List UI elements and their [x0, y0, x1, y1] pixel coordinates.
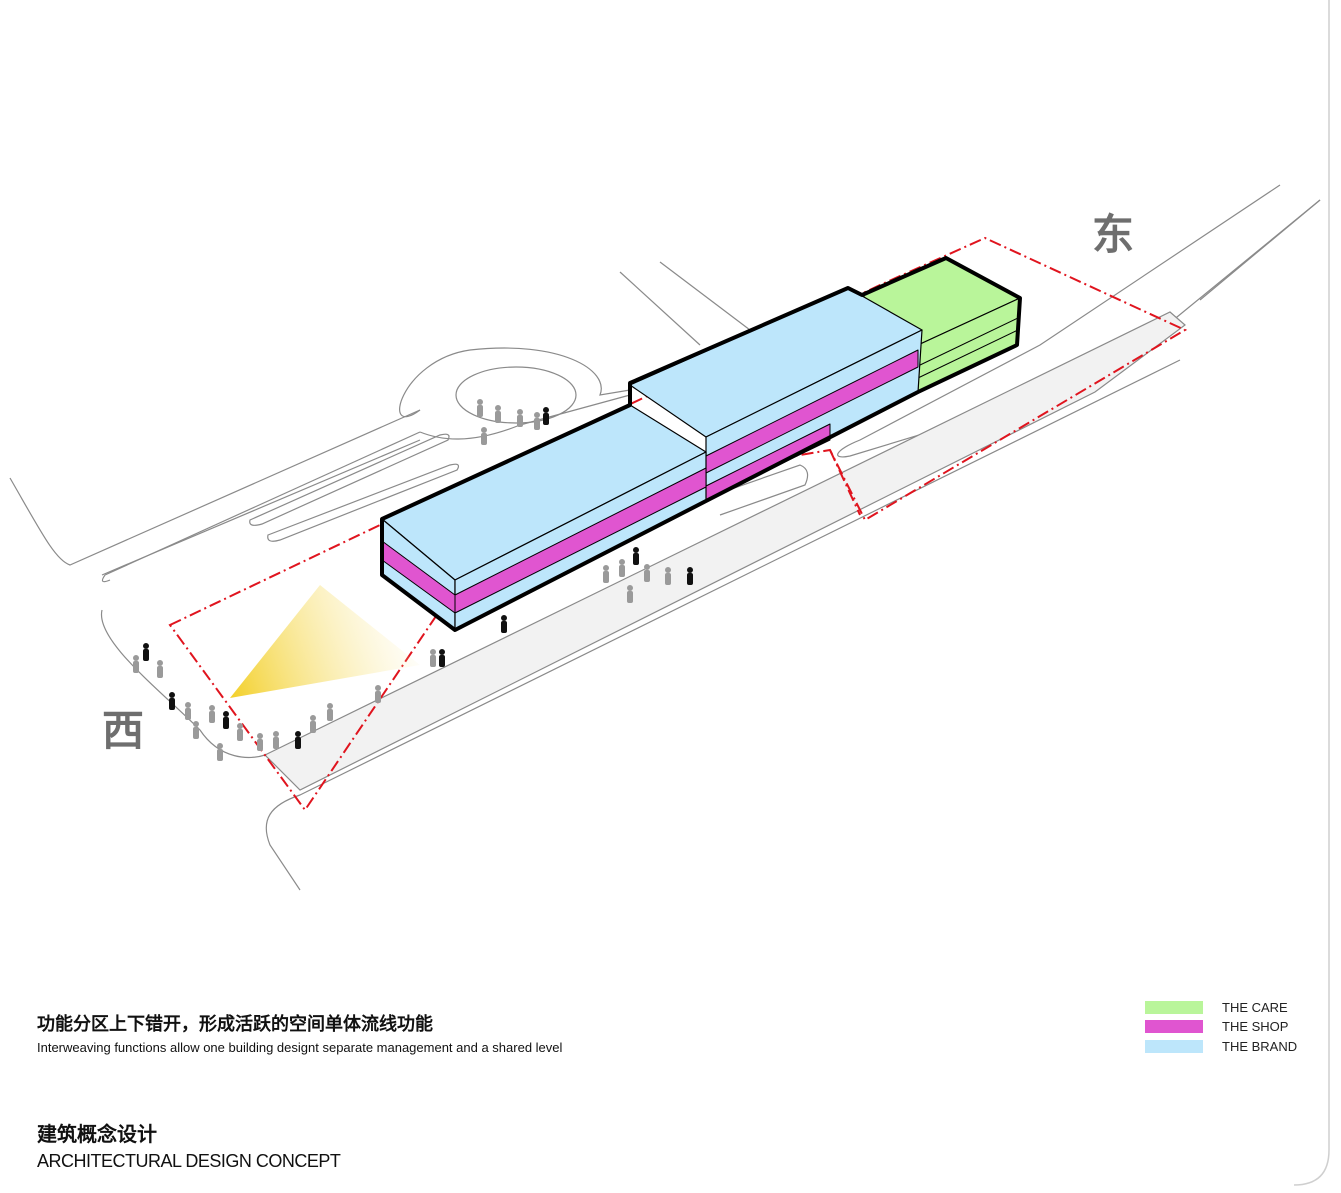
legend-item-shop: THE SHOP	[1145, 1018, 1289, 1034]
walkway	[263, 311, 1186, 791]
caption-chinese: 功能分区上下错开，形成活跃的空间单体流线功能	[37, 1014, 433, 1035]
west-label: 西	[102, 706, 145, 755]
pedestrians-dark	[143, 407, 693, 749]
person-figure	[633, 547, 639, 565]
person-figure	[517, 409, 523, 427]
person-figure	[477, 399, 483, 417]
road-edge	[265, 359, 1181, 891]
roundabout-outer	[399, 347, 631, 418]
person-figure	[217, 743, 223, 761]
legend-swatch-shop	[1145, 1019, 1203, 1033]
parking-strip	[101, 439, 421, 576]
person-figure	[143, 643, 149, 661]
person-figure	[430, 649, 436, 667]
person-figure	[295, 731, 301, 749]
person-figure	[257, 733, 263, 751]
road-edge	[659, 261, 751, 331]
caption-english: Interweaving functions allow one buildin…	[37, 1040, 563, 1055]
road-edge	[100, 609, 266, 759]
road-edge	[9, 409, 421, 566]
legend-item-brand: THE BRAND	[1145, 1038, 1298, 1054]
road-edge	[699, 464, 809, 516]
legend-swatch-brand	[1145, 1039, 1203, 1053]
person-figure	[375, 685, 381, 703]
east-label: 东	[1092, 210, 1135, 259]
person-figure	[481, 427, 487, 445]
person-figure	[627, 585, 633, 603]
person-figure	[439, 649, 445, 667]
road-edge	[1199, 199, 1321, 301]
person-figure	[273, 731, 279, 749]
person-figure	[327, 703, 333, 721]
light-cone	[230, 585, 420, 698]
roundabout-island	[455, 366, 577, 424]
legend-item-care: THE CARE	[1145, 999, 1288, 1015]
person-figure	[687, 567, 693, 585]
person-figure	[534, 412, 540, 430]
person-figure	[169, 692, 175, 710]
person-figure	[665, 567, 671, 585]
frame-corner	[1293, 0, 1330, 1186]
title-english: ARCHITECTURAL DESIGN CONCEPT	[37, 1151, 341, 1171]
person-figure	[603, 565, 609, 583]
person-figure	[644, 564, 650, 582]
care-floor-line	[917, 329, 1019, 379]
person-figure	[133, 655, 139, 673]
building-massing	[380, 256, 1022, 632]
title-chinese: 建筑概念设计	[37, 1122, 157, 1146]
site-boundary-segment	[829, 449, 861, 516]
road-network	[9, 184, 1321, 891]
person-figure	[619, 559, 625, 577]
person-figure	[501, 615, 507, 633]
person-figure	[543, 407, 549, 425]
parking-strip	[249, 433, 450, 526]
building-outline	[380, 256, 1022, 632]
person-figure	[223, 711, 229, 729]
legend-label-shop: THE SHOP	[1222, 1018, 1289, 1034]
legend-swatch-care	[1145, 1000, 1203, 1014]
person-figure	[157, 660, 163, 678]
person-figure	[237, 723, 243, 741]
legend-label-brand: THE BRAND	[1222, 1038, 1298, 1054]
person-figure	[310, 715, 316, 733]
person-figure	[185, 702, 191, 720]
person-figure	[495, 405, 501, 423]
road-edge	[837, 184, 1321, 458]
person-figure	[193, 721, 199, 739]
legend-label-care: THE CARE	[1222, 999, 1288, 1015]
care-floor-line	[917, 317, 1019, 367]
site-boundary	[168, 236, 1188, 812]
pedestrians	[133, 399, 671, 761]
road-edge	[419, 394, 631, 440]
person-figure	[209, 705, 215, 723]
parking-strip	[267, 463, 460, 542]
road-edge	[619, 271, 701, 346]
road-edge	[101, 574, 111, 583]
